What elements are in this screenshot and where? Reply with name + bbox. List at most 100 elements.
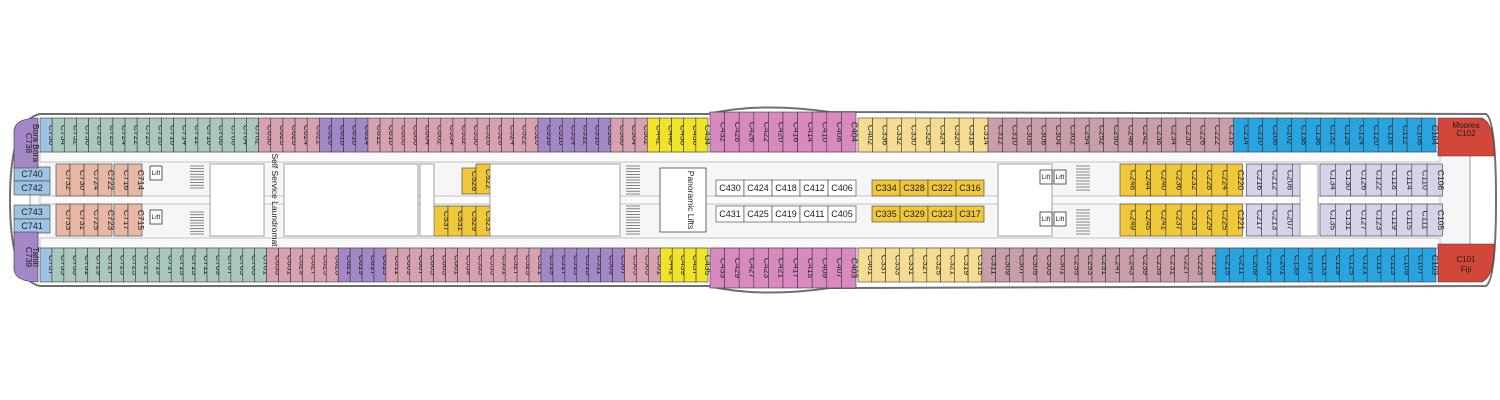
cabin-c434[interactable]: C434 [695,117,713,153]
cabin-c404[interactable]: C404 [841,111,860,153]
cabin-c329[interactable]: C329 [899,205,929,223]
cabin-c407[interactable]: C407 [826,247,845,289]
cabin-c105[interactable]: C105 [1426,203,1446,237]
cabin-c743[interactable]: C743 [13,204,51,220]
cabin-c307[interactable]: C307 [1009,247,1027,283]
cabin-number: C135 [1329,210,1339,231]
cabin-c431[interactable]: C431 [715,205,745,223]
cabin-c741[interactable]: C741 [13,218,51,234]
cabin-c126[interactable]: C126 [1350,163,1370,197]
cabin-c334[interactable]: C334 [871,179,901,197]
cabin-number: C419 [775,209,797,219]
cabin-c430[interactable]: C430 [715,179,745,197]
cabin-number: C220 [1236,170,1246,191]
cabin-number: C127 [1359,210,1369,231]
cabin-c323[interactable]: C323 [927,205,957,223]
cabin-c435[interactable]: C435 [695,247,713,283]
cabin-c424[interactable]: C424 [743,179,773,197]
cabin-c245[interactable]: C245 [1135,203,1154,237]
cabin-c136[interactable]: C136 [1305,117,1324,153]
cabin-c722[interactable]: C722 [97,163,116,197]
cabin-c205[interactable]: C205 [1256,247,1275,283]
cabin-c104[interactable]: C104 [1421,117,1440,153]
cabin-number: C133 [1320,255,1330,276]
cabin-c328[interactable]: C328 [899,179,929,197]
cabin-c410[interactable]: C410 [811,111,831,153]
cabin-c723[interactable]: C723 [97,203,116,237]
cabin-c121[interactable]: C121 [1353,247,1371,283]
cabin-number: C106 [1436,170,1446,191]
cabin-c425[interactable]: C425 [743,205,773,223]
cabin-number: C714 [136,170,146,191]
cabin-number: C320 [953,125,963,146]
cabin-c419[interactable]: C419 [771,205,801,223]
cabin-number: C113 [1389,255,1399,275]
cabin-c117[interactable]: C117 [1366,247,1385,283]
cabin-c335[interactable]: C335 [871,205,901,223]
cabin-c106[interactable]: C106 [1426,163,1446,197]
stairs [626,205,640,235]
cabin-number: C422 [762,122,772,143]
cabin-number: C309 [1004,255,1014,276]
cabin-number: C245 [1144,210,1154,231]
cabin-c138[interactable]: C138 [1291,117,1310,153]
cabin-c406[interactable]: C406 [827,179,857,197]
cabin-c302[interactable]: C302 [1060,117,1079,153]
cabin-c420[interactable]: C420 [768,111,787,153]
cabin-c213[interactable]: C213 [1261,203,1281,237]
cabin-number: C310 [1011,125,1021,146]
cabin-c740[interactable]: C740 [13,166,51,182]
cabin-c417[interactable]: C417 [782,247,801,289]
cabin-c418[interactable]: C418 [771,179,801,197]
cabin-c714[interactable]: C714 [127,163,146,197]
cabin-number: C238 [1155,125,1165,146]
cabin-c405[interactable]: C405 [827,205,857,223]
corridor-bottom [39,237,1441,249]
cabin-c207[interactable]: C207 [1276,203,1296,237]
cabin-c322[interactable]: C322 [927,179,957,197]
cabin-fiji[interactable]: C101 Fiji [1437,243,1495,283]
cabin-number: C210 [1256,125,1266,146]
cabin-c118[interactable]: C118 [1380,163,1400,197]
cabin-c221[interactable]: C221 [1226,203,1246,237]
cabin-c319[interactable]: C319 [954,247,972,283]
cabin-number: C741 [21,221,43,231]
cabin-moorea[interactable]: C102 Moorea [1437,117,1495,157]
cabin-c336[interactable]: C336 [872,117,891,153]
cabin-c411[interactable]: C411 [799,205,829,223]
cabin-c316[interactable]: C316 [955,179,985,197]
cabin-number: C315 [976,255,986,276]
cabin-number: C226 [1199,125,1209,146]
cabin-number: C740 [21,169,43,179]
lift-label: Lift [152,170,161,177]
cabin-c311[interactable]: C311 [981,247,1000,283]
cabin-c337[interactable]: C337 [871,247,890,283]
cabin-c124[interactable]: C124 [1349,117,1368,153]
cabin-c210[interactable]: C210 [1247,117,1266,153]
cabin-number: C219 [1210,255,1220,276]
cabin-number: C221 [1236,210,1246,231]
cabin-c215[interactable]: C215 [1215,247,1234,283]
cabin-c715[interactable]: C715 [127,203,146,237]
tahiti-label: Tahiti [31,247,41,267]
cabin-tahiti[interactable]: C739 Tahiti [13,231,41,283]
cabin-c403[interactable]: C403 [841,247,860,289]
cabin-bora-bora[interactable]: C738 Bora Bora [13,117,41,169]
cabin-c402[interactable]: C402 [857,117,876,153]
cabin-number: C715 [136,210,146,231]
cabin-number: C427 [748,258,758,279]
cabin-c412[interactable]: C412 [799,179,829,197]
cabin-c220[interactable]: C220 [1226,163,1246,197]
cabin-c107[interactable]: C107 [1408,247,1426,283]
cabin-c742[interactable]: C742 [13,180,51,196]
cabin-number: C416 [791,122,801,143]
cabin-c317[interactable]: C317 [955,205,985,223]
cabin-number: C218 [1227,125,1237,146]
cabin-c240[interactable]: C240 [1150,163,1170,197]
cabin-c129[interactable]: C129 [1325,247,1344,283]
cabin-number: C209 [1251,255,1261,276]
cabin-c103[interactable]: C103 [1421,247,1440,283]
cabin-c243[interactable]: C243 [1119,247,1137,283]
cabin-c235[interactable]: C235 [1146,247,1165,283]
cabin-number: C328 [903,183,925,193]
